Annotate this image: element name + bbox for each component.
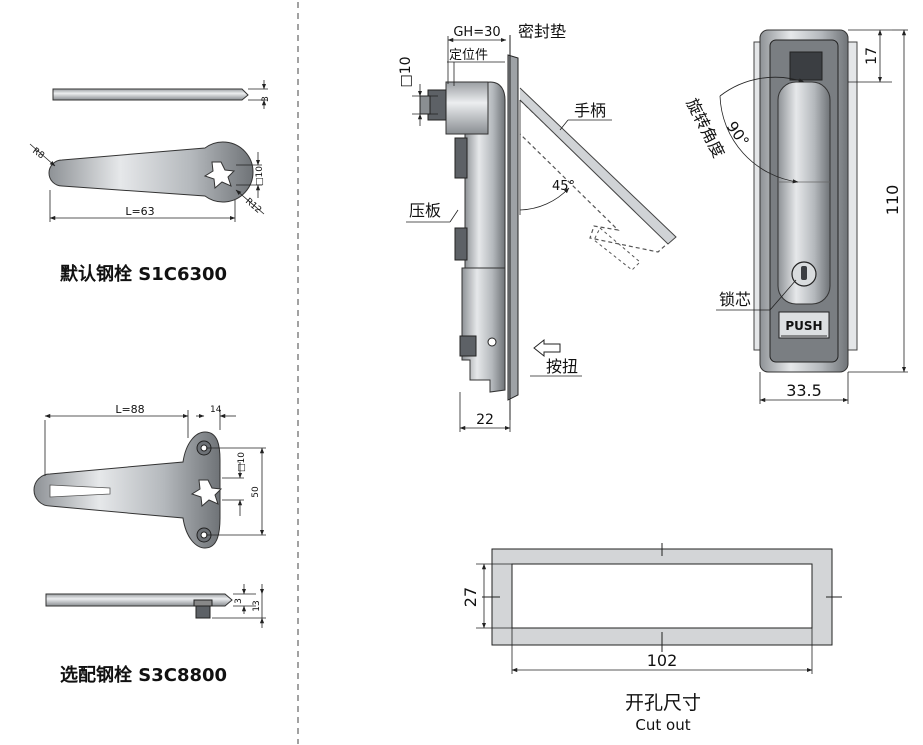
bolt2-drawing: L=88 14 □10 50 3 13 [33, 403, 266, 628]
bolt2-plan-view [33, 431, 221, 549]
side-label-handle: 手柄 [574, 101, 606, 120]
side-label-angle: 45° [552, 179, 575, 194]
front-dim-top: 17 [864, 47, 880, 65]
bolt1-dim-thickness: 3 [261, 96, 271, 102]
front-dim-width: 33.5 [786, 381, 822, 400]
bolt1-dim-r8: R8 [30, 146, 46, 161]
side-label-button: 按扭 [546, 357, 578, 376]
bolt1-caption: 默认钢栓 S1C6300 [60, 263, 227, 285]
side-label-gh: GH=30 [453, 25, 500, 40]
bolt2-side-view [45, 593, 233, 607]
bolt2-dim-length: L=88 [115, 403, 144, 416]
bolt1-plan-view [48, 141, 254, 203]
bolt1-dim-square: □10 [255, 166, 265, 186]
bolt2-dim-total: 13 [252, 600, 262, 611]
bolt2-dim-square: □10 [237, 452, 247, 472]
front-label-rotation-angle: 90° [723, 118, 753, 150]
cutout-dim-width: 102 [647, 651, 678, 670]
cutout-title: 开孔尺寸 [625, 692, 701, 714]
side-dim-depth: 22 [476, 412, 494, 428]
side-label-locator: 定位件 [449, 48, 488, 63]
bolt2-dim-thickness: 3 [234, 598, 244, 604]
front-label-rotation: 旋转角度 [682, 95, 728, 161]
cutout-drawing: 27 102 [461, 543, 842, 674]
front-label-lockcore: 锁芯 [719, 290, 751, 309]
lock-side-view: 45° GH=30 密封垫 定位件 □10 手柄 压板 按扭 22 [398, 22, 677, 432]
bolt1-dim-r12: R12 [243, 197, 263, 216]
bolt2-dim-height: 50 [251, 486, 261, 498]
side-label-pressplate: 压板 [409, 201, 441, 220]
bolt1-drawing: 3 R8 □10 R12 L=63 [29, 80, 271, 222]
bolt1-square-hole [203, 161, 236, 189]
bolt2-caption: 选配钢栓 S3C8800 [60, 664, 227, 686]
bolt1-dim-length: L=63 [125, 205, 154, 218]
bolt2-square-hole [190, 479, 223, 507]
cutout-subtitle: Cut out [635, 716, 690, 734]
bolt1-side-view [52, 88, 249, 101]
lock-front-view: PUSH 90° 旋转角度 锁芯 17 110 33.5 [682, 29, 908, 404]
side-label-gasket: 密封垫 [518, 22, 566, 41]
front-dim-height: 110 [883, 185, 902, 216]
front-push-text: PUSH [785, 319, 822, 333]
cutout-dim-height: 27 [461, 587, 480, 607]
bolt2-dim-top: 14 [210, 405, 222, 415]
side-label-square: □10 [398, 56, 414, 87]
